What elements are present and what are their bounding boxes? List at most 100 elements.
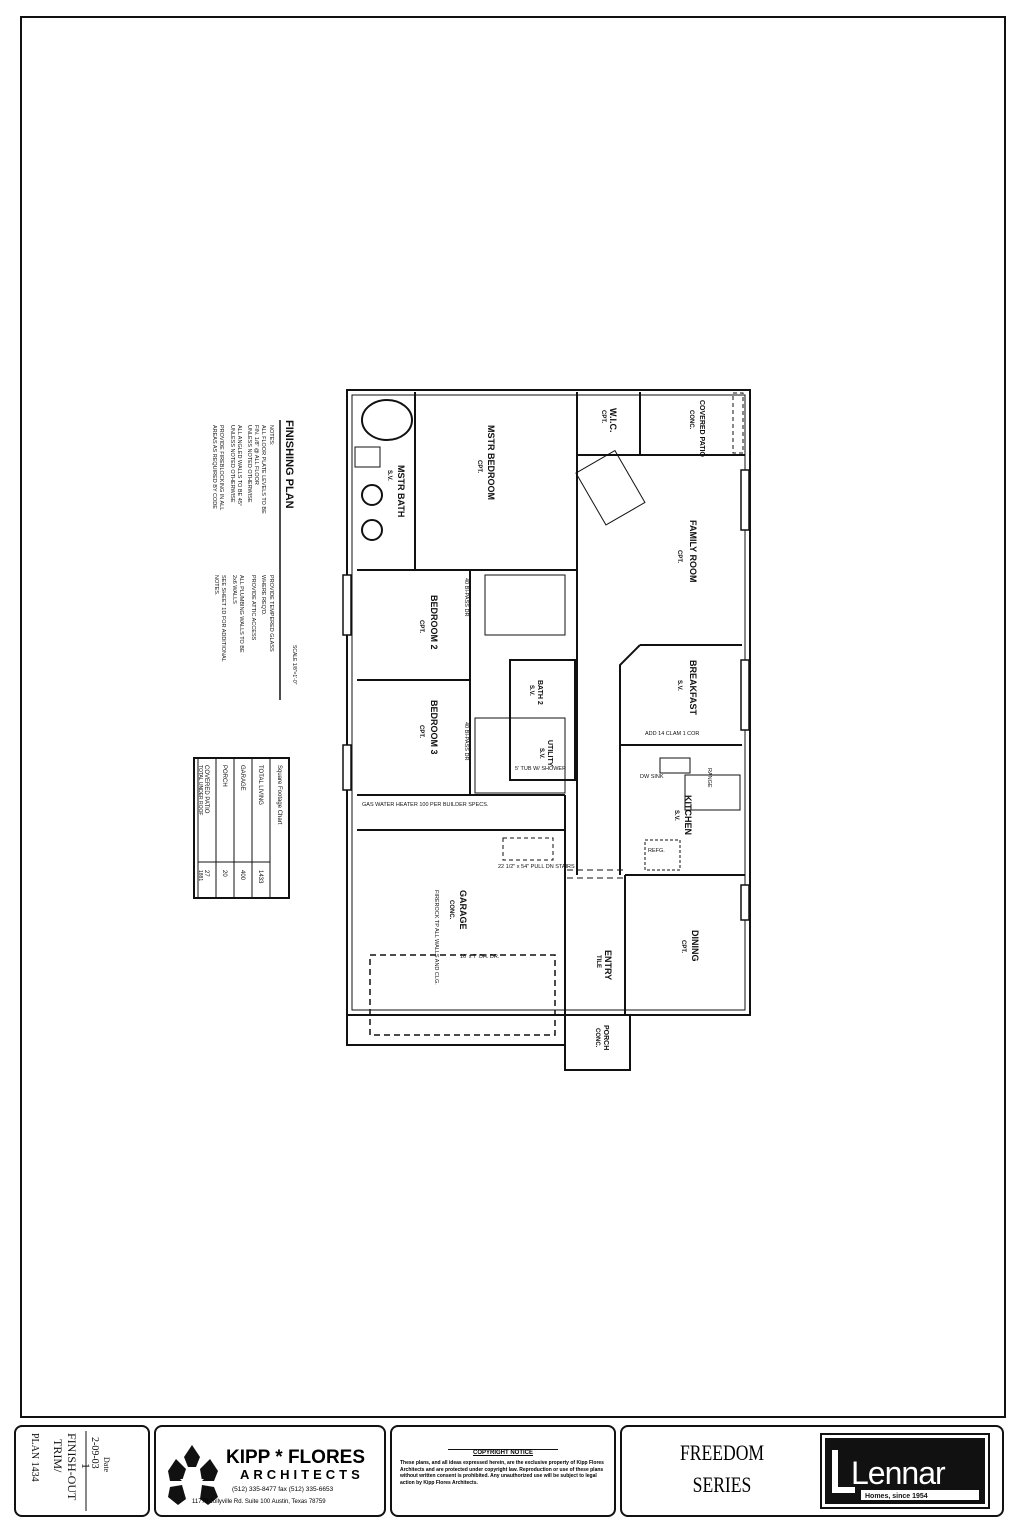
water-heater-note: GAS WATER HEATER 100 PER BUILDER SPECS. [362, 802, 489, 808]
sink-icon [361, 484, 383, 506]
attic-stairs [502, 837, 554, 861]
svg-text:UNLESS NOTED OTHERWISE: UNLESS NOTED OTHERWISE [229, 425, 235, 503]
svg-text:WHERE REQ'D.: WHERE REQ'D. [260, 575, 266, 616]
refrigerator [644, 839, 681, 871]
window [740, 884, 750, 921]
closet [474, 717, 566, 794]
room-label: FAMILY ROOM [688, 520, 698, 583]
architect-block: KIPP * FLORES ARCHITECTS (512) 335-8477 … [154, 1425, 386, 1517]
attic-stairs-label: 22 1/2" x 54" PULL DN STAIRS [498, 864, 575, 870]
room-finish: TILE [595, 955, 601, 968]
tub-icon [361, 399, 413, 441]
sqft-title: Square Footage Chart [276, 765, 282, 825]
plan-notes: NOTES: ALL FLOOR PLATE LEVELS TO BE FIN.… [211, 425, 274, 662]
room-label: ENTRY [603, 950, 613, 980]
sink-label: DW SINK [640, 774, 664, 780]
breakfast-wall [619, 644, 742, 746]
svg-text:NOTES:: NOTES: [268, 425, 274, 446]
series-label: SERIES [692, 1472, 752, 1497]
range-icon [684, 774, 741, 811]
drawing-border [20, 16, 1006, 1418]
series-name: FREEDOM [679, 1440, 765, 1465]
svg-text:2x6 WALLS: 2x6 WALLS [231, 575, 237, 604]
room-finish: S.V. [386, 470, 392, 481]
svg-text:Lennar: Lennar [851, 1455, 946, 1491]
window [342, 744, 352, 791]
square-footage-chart: Square Footage Chart TOTAL LIVING 1433 G… [193, 757, 290, 899]
garage-door [369, 954, 556, 1036]
svg-text:COVERED PATIO: COVERED PATIO [203, 765, 209, 814]
svg-text:TRIM/: TRIM/ [51, 1439, 65, 1473]
room-finish: CPT. [418, 725, 424, 738]
copyright-body: These plans, and all ideas expressed her… [400, 1460, 604, 1486]
garage-note: FIREROCK TP ALL WALLS AND CLG. [433, 890, 439, 985]
bath2-walls [509, 659, 576, 781]
room-label: MSTR BATH [396, 465, 406, 517]
svg-text:SEE SHEET 1D FOR ADDITIONAL: SEE SHEET 1D FOR ADDITIONAL [220, 575, 226, 662]
room-label: BATH 2 [536, 680, 543, 705]
room-finish: CONC. [688, 410, 694, 430]
room-finish: CPT. [600, 410, 606, 423]
fireplace [575, 449, 646, 526]
svg-text:400: 400 [239, 870, 245, 881]
sink-icon [361, 519, 383, 541]
room-finish: CPT. [476, 460, 482, 473]
sheet-info-block: PLAN 1434 TRIM/ FINISH-OUT 1 2-09-03 Dat… [14, 1425, 150, 1517]
room-label: UTILITY [546, 740, 553, 767]
svg-text:TOTAL LIVING: TOTAL LIVING [257, 765, 263, 805]
svg-text:KIPP * FLORES: KIPP * FLORES [226, 1447, 365, 1468]
svg-text:FIN. 1/8" @ ALL FLOOR: FIN. 1/8" @ ALL FLOOR [253, 425, 259, 485]
svg-text:Date: Date [102, 1457, 111, 1473]
series-block: FREEDOM SERIES Lennar Homes, since 1954 [620, 1425, 1004, 1517]
svg-text:27: 27 [203, 870, 209, 877]
exterior-wall [346, 389, 751, 1016]
room-label: GARAGE [458, 890, 468, 930]
plan-scale: SCALE 1/8"=1'-0" [291, 645, 297, 685]
svg-text:PROVIDE ATTIC ACCESS: PROVIDE ATTIC ACCESS [250, 575, 256, 641]
svg-text:ARCHITECTS: ARCHITECTS [240, 1467, 364, 1482]
room-finish: CONC. [594, 1028, 600, 1048]
room-finish: CONC. [448, 900, 454, 920]
svg-text:1433: 1433 [257, 870, 263, 884]
sink-icon [659, 757, 691, 774]
refrigerator-label: REFG. [648, 848, 665, 854]
closet-label: 40 BI-PASS DR [463, 722, 469, 760]
room-finish: S.V. [538, 748, 544, 759]
exterior-wall-inner [351, 394, 746, 1011]
lennar-logo: Lennar Homes, since 1954 [820, 1433, 990, 1509]
svg-text:GARAGE: GARAGE [239, 765, 245, 791]
svg-text:UNLESS NOTED OTHERWISE: UNLESS NOTED OTHERWISE [246, 425, 252, 503]
room-finish: S.V. [676, 680, 682, 691]
toilet-icon [354, 446, 381, 468]
bar-label: ADD 14 CLAM 1 COR [645, 731, 699, 737]
svg-text:TOTAL UNDER ROOF: TOTAL UNDER ROOF [197, 765, 203, 815]
svg-text:11770 Jollyville Rd. Suite 100: 11770 Jollyville Rd. Suite 100 Austin, T… [192, 1499, 326, 1505]
room-finish: CPT. [680, 940, 686, 953]
room-label: COVERED PATIO [698, 400, 705, 457]
room-finish: S.V. [673, 810, 679, 821]
svg-text:1881: 1881 [197, 870, 203, 881]
svg-text:20: 20 [221, 870, 227, 877]
window [740, 469, 750, 531]
floor-plan: MSTR BEDROOM CPT. MSTR BATH S.V. W.I.C. … [193, 389, 751, 1071]
room-label: BEDROOM 2 [429, 595, 439, 650]
copyright-title: COPYRIGHT NOTICE [448, 1449, 558, 1456]
range-label: RANGE [706, 768, 712, 788]
svg-text:(512) 335-8477 fax (512) 33: (512) 335-8477 fax (512) 335-6653 [232, 1486, 334, 1493]
window [740, 659, 750, 731]
room-label: KITCHEN [683, 795, 693, 835]
svg-text:2-09-03: 2-09-03 [89, 1437, 100, 1469]
closet-label: 40 BI-PASS DR [463, 578, 469, 616]
svg-text:ALL PLUMBING WALLS TO BE: ALL PLUMBING WALLS TO BE [238, 575, 244, 653]
svg-text:PROVIDE TEMPERED GLASS: PROVIDE TEMPERED GLASS [268, 575, 274, 652]
room-label: MSTR BEDROOM [486, 425, 496, 500]
garage-porch-wall [346, 1015, 631, 1071]
svg-text:NOTES.: NOTES. [213, 575, 219, 596]
room-label: DINING [690, 930, 700, 962]
shower-label: 5' TUB W/ SHOWER [515, 766, 566, 772]
room-finish: CPT. [676, 550, 682, 563]
garage-door-label: 16' x 7' OH. DR. [460, 954, 500, 960]
svg-text:Homes, since 1954: Homes, since 1954 [865, 1493, 928, 1500]
svg-text:PLAN 1434: PLAN 1434 [29, 1433, 40, 1482]
room-label: BEDROOM 3 [429, 700, 439, 755]
